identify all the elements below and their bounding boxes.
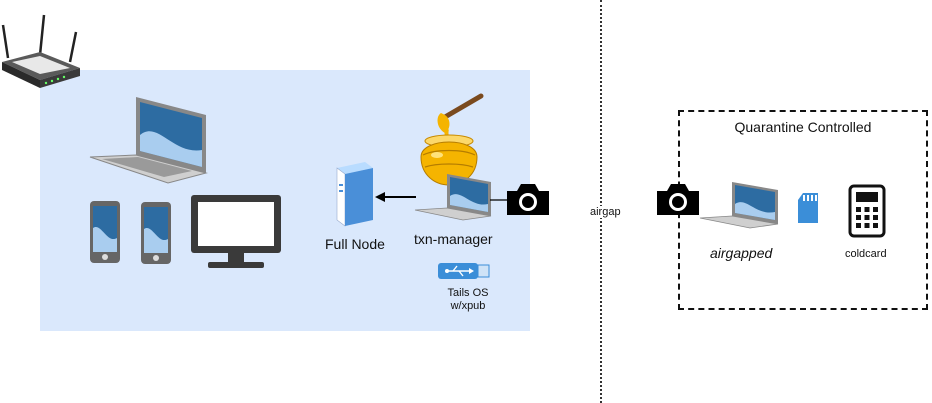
airgapped-label: airgapped — [710, 245, 773, 261]
airgap-divider — [600, 0, 602, 403]
laptop-icon — [89, 97, 208, 184]
full-node-label: Full Node — [325, 236, 385, 252]
laptop-icon — [699, 182, 779, 229]
connector-line — [490, 199, 508, 201]
sd-card-icon — [798, 193, 818, 223]
tails-os-label-line2: w/xpub — [450, 300, 486, 312]
arrow-icon — [375, 192, 416, 202]
airgap-label: airgap — [588, 206, 623, 218]
tails-os-label: Tails OS w/xpub — [436, 287, 500, 313]
phone-icon — [141, 202, 171, 264]
quarantine-label: Quarantine Controlled — [734, 119, 872, 135]
tails-os-label-line1: Tails OS — [447, 287, 489, 299]
camera-icon — [507, 184, 549, 215]
phone-icon — [90, 201, 120, 263]
server-icon — [336, 162, 373, 227]
usb-stick-icon — [438, 263, 490, 279]
coldcard-label: coldcard — [845, 248, 887, 260]
laptop-icon — [414, 174, 492, 221]
monitor-icon — [191, 195, 281, 268]
coldcard-icon — [848, 184, 886, 238]
honey-pot-icon — [420, 93, 484, 186]
router-icon — [1, 14, 80, 88]
camera-icon — [657, 184, 699, 215]
txn-manager-label: txn-manager — [414, 231, 493, 247]
